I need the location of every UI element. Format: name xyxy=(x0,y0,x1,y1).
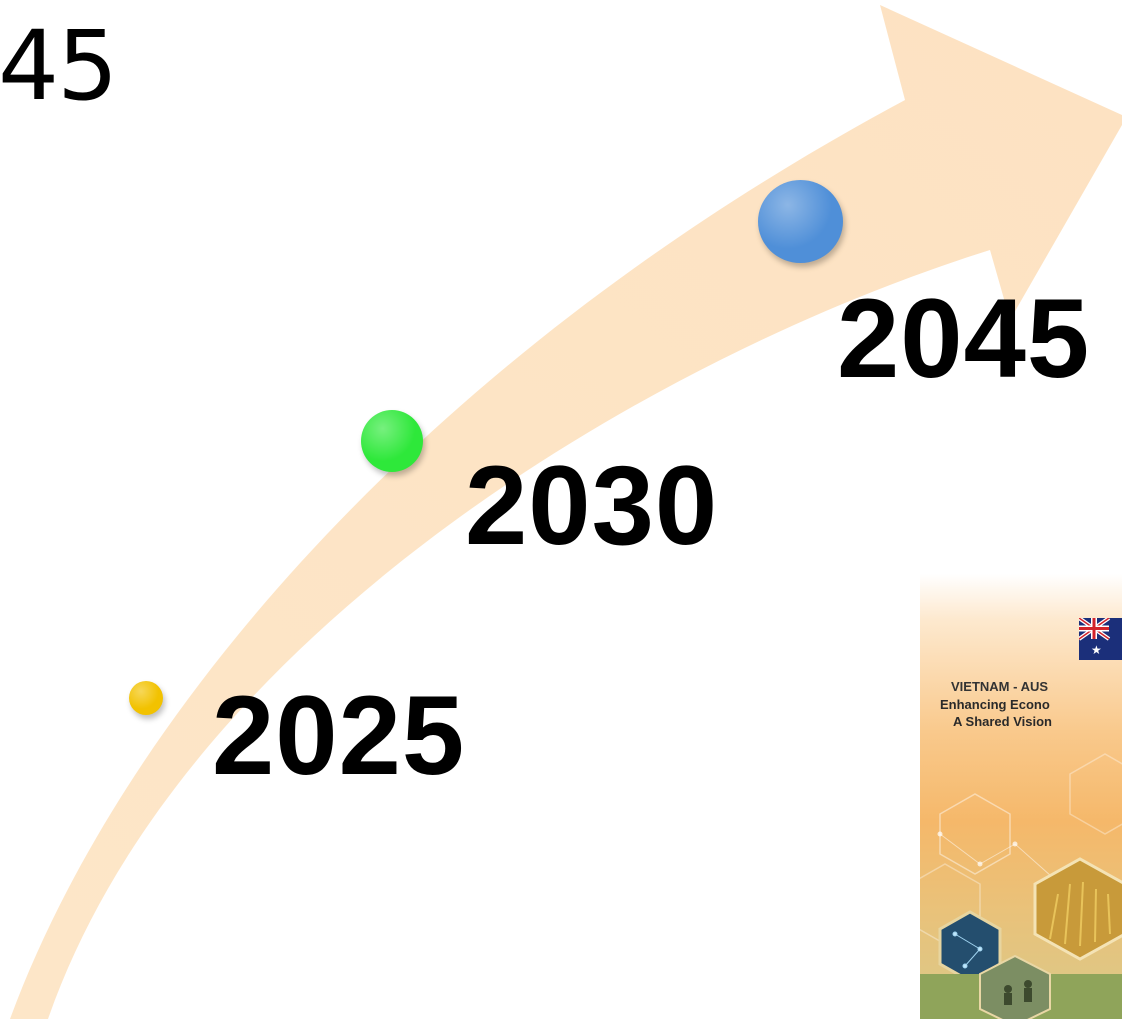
corner-year-fragment: 45 xyxy=(0,10,118,122)
year-label-2025: 2025 xyxy=(212,673,466,798)
cover-title-line-3: A Shared Vision xyxy=(953,714,1052,729)
year-label-2045: 2045 xyxy=(837,276,1091,401)
cover-title-line-2: Enhancing Econo xyxy=(940,697,1050,712)
year-label-2030: 2030 xyxy=(465,443,719,568)
milestone-dot-2030 xyxy=(361,410,423,472)
svg-text:★: ★ xyxy=(1091,643,1102,657)
report-cover-thumbnail: ★ VIETNAM - AUS Enhancing Econo A Shared… xyxy=(920,574,1122,1019)
australia-flag-icon: ★ xyxy=(1079,618,1122,660)
milestone-dot-2025 xyxy=(129,681,163,715)
cover-artwork xyxy=(920,753,1122,1019)
cover-title-line-1: VIETNAM - AUS xyxy=(951,679,1049,694)
milestone-dot-2045 xyxy=(758,180,843,263)
